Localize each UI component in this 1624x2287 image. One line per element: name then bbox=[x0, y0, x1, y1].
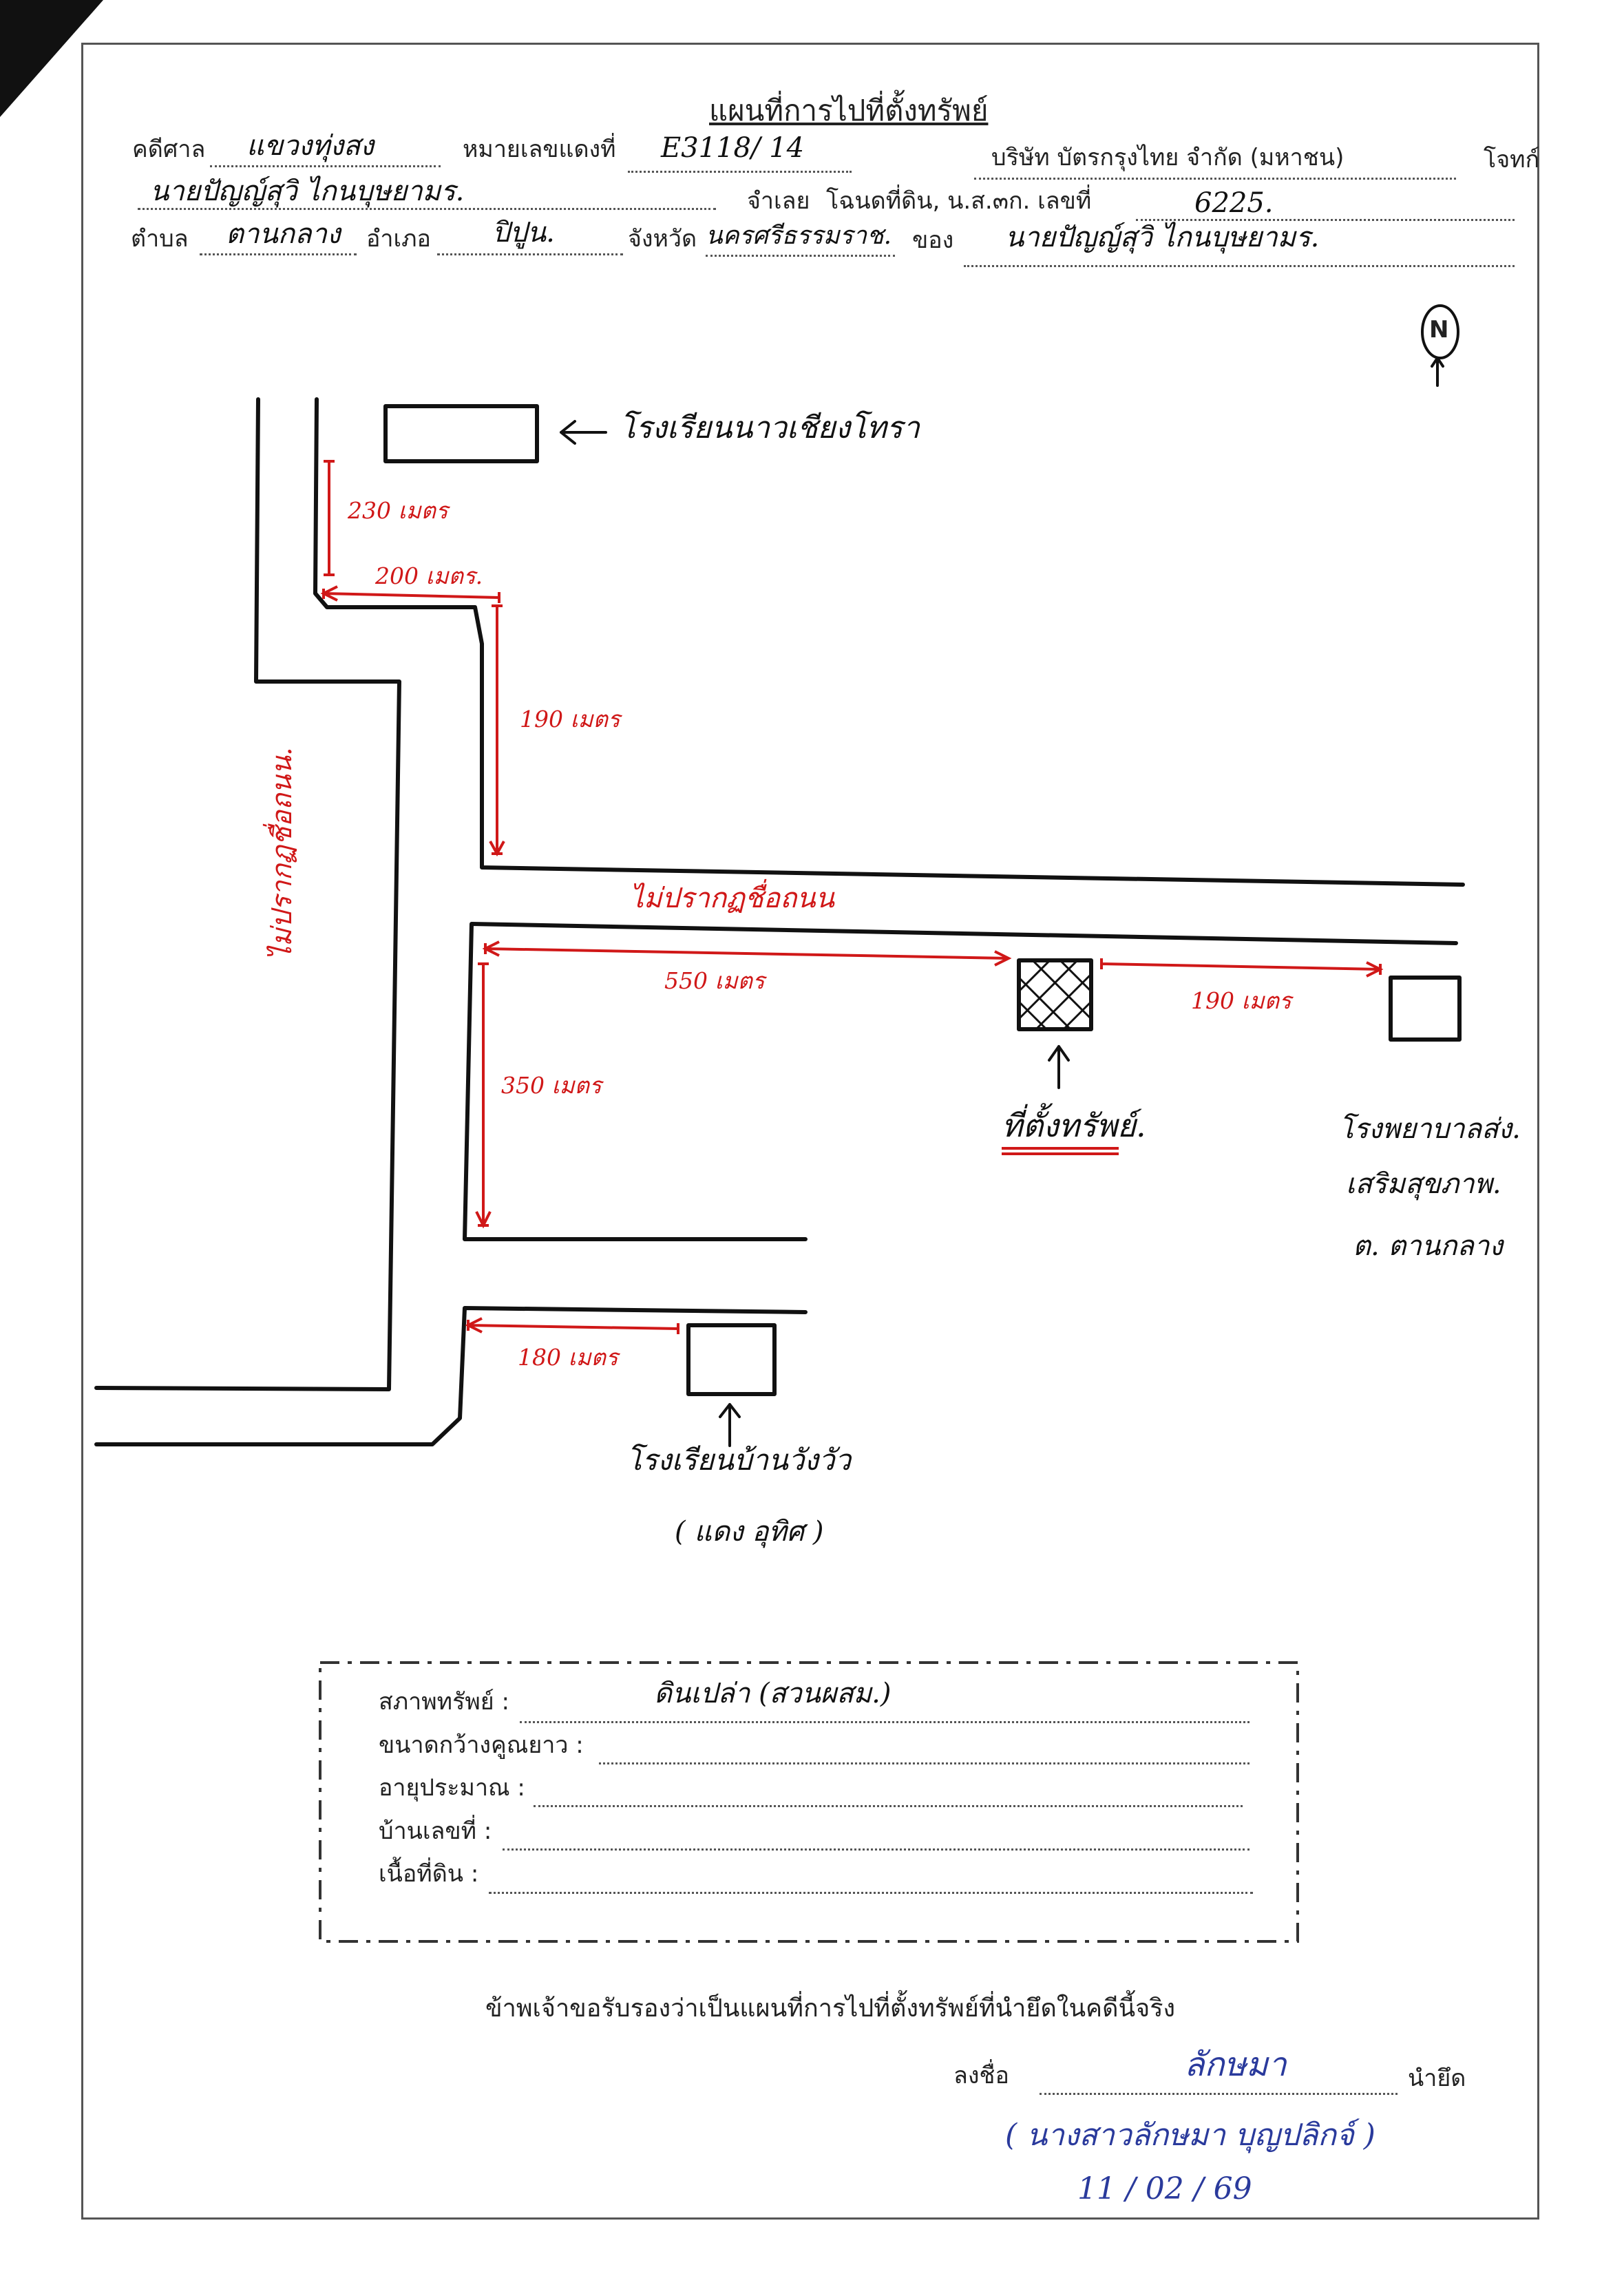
province-dotted-line bbox=[706, 255, 895, 257]
road-lower-branch bbox=[94, 1306, 808, 1446]
dim-230 bbox=[324, 460, 335, 576]
subdistrict-dotted-line bbox=[200, 253, 357, 255]
distance-200: 200 เมตร. bbox=[375, 562, 483, 589]
dim-350 bbox=[475, 962, 492, 1229]
district-dotted-line bbox=[437, 253, 623, 255]
owner-label: ของ bbox=[912, 226, 954, 254]
dim-550 bbox=[482, 940, 1012, 967]
subdistrict-value: ตานกลาง bbox=[226, 218, 341, 250]
compass-north-label: N bbox=[1429, 316, 1449, 344]
road-right-edge-upper bbox=[313, 397, 1465, 887]
defendant-label: จำเลย bbox=[747, 187, 810, 215]
land-area-label: เนื้อที่ดิน : bbox=[379, 1860, 479, 1888]
case-no-label: หมายเลขแดงที่ bbox=[463, 136, 616, 163]
owner-value: นายปัญญ์สุวิ ไกนบุษยามร. bbox=[1005, 222, 1320, 253]
school-top-label: โรงเรียนนาวเชียงโทรา bbox=[620, 410, 920, 445]
hospital-label-line1: โรงพยาบาลส่ง. bbox=[1339, 1113, 1521, 1145]
arrow-school-bottom bbox=[719, 1403, 741, 1447]
road-left-edge-upper bbox=[94, 397, 401, 1391]
defendant-dotted-line bbox=[138, 208, 716, 210]
deed-value: 6225. bbox=[1194, 187, 1274, 219]
arrow-property bbox=[1048, 1045, 1070, 1089]
property-box-marker bbox=[1017, 958, 1093, 1031]
signer-name: ( นางสาวลักษมา บุญปลิกจ์ ) bbox=[1005, 2118, 1375, 2153]
page-title: แผนที่การไปที่ตั้งทรัพย์ bbox=[709, 94, 989, 127]
hospital-label-line2: เสริมสุขภาพ. bbox=[1346, 1168, 1501, 1200]
school-bottom-label-line1: โรงเรียนบ้านวังวัว bbox=[626, 1443, 852, 1477]
signature-dotted-line bbox=[1040, 2093, 1398, 2095]
condition-dotted-line bbox=[520, 1721, 1249, 1723]
dim-180 bbox=[465, 1317, 679, 1334]
province-label: จังหวัด bbox=[628, 225, 697, 253]
province-value: นครศรีธรรมราช. bbox=[706, 222, 892, 250]
compass-arrow bbox=[1431, 357, 1444, 387]
road-h-lower bbox=[463, 922, 1458, 1241]
sign-label: ลงชื่อ bbox=[953, 2062, 1009, 2089]
distance-190-vertical: 190 เมตร bbox=[520, 706, 620, 733]
court-dotted-line bbox=[210, 165, 441, 167]
hospital-box bbox=[1389, 976, 1462, 1042]
district-label: อำเภอ bbox=[366, 225, 431, 253]
house-no-dotted-line bbox=[503, 1848, 1249, 1851]
owner-dotted-line bbox=[964, 265, 1515, 267]
distance-190-horizontal: 190 เมตร bbox=[1191, 987, 1291, 1014]
property-label: ที่ตั้งทรัพย์. bbox=[1002, 1107, 1146, 1144]
house-no-label: บ้านเลขที่ : bbox=[379, 1817, 492, 1845]
road-horizontal-label: ไม่ปรากฏชื่อถนน bbox=[630, 883, 834, 914]
age-dotted-line bbox=[534, 1805, 1243, 1807]
dim-200 bbox=[320, 585, 500, 603]
hospital-label-line3: ต. ตานกลาง bbox=[1353, 1230, 1503, 1262]
arrow-school-top bbox=[560, 420, 607, 445]
district-value: ปิปูน. bbox=[492, 217, 555, 249]
condition-value: ดินเปล่า (สวนผสม.) bbox=[654, 1678, 892, 1709]
land-area-dotted-line bbox=[489, 1892, 1253, 1894]
condition-label: สภาพทรัพย์ : bbox=[379, 1688, 509, 1716]
property-hatch bbox=[1017, 959, 1093, 1031]
school-bottom-box bbox=[686, 1323, 777, 1396]
size-label: ขนาดกว้างคูณยาว : bbox=[379, 1731, 584, 1759]
scan-corner-mark bbox=[0, 0, 103, 117]
deed-label: โฉนดที่ดิน, น.ส.๓ก. เลขที่ bbox=[826, 187, 1092, 215]
plaintiff-name: บริษัท บัตรกรุงไทย จำกัด (มหาชน) bbox=[991, 144, 1344, 171]
school-bottom-label-line2: ( แดง อุทิศ ) bbox=[675, 1516, 824, 1548]
certification-statement: ข้าพเจ้าขอรับรองว่าเป็นแผนที่การไปที่ตั้… bbox=[485, 1994, 1176, 2023]
dim-190-vertical bbox=[489, 604, 505, 857]
deed-dotted-line bbox=[1136, 219, 1515, 221]
distance-180: 180 เมตร bbox=[518, 1344, 618, 1371]
distance-550: 550 เมตร bbox=[664, 967, 765, 994]
plaintiff-label: โจทก์ bbox=[1484, 146, 1540, 173]
distance-350: 350 เมตร bbox=[501, 1072, 602, 1099]
dim-190-horizontal bbox=[1100, 958, 1384, 978]
property-detail-box bbox=[319, 1661, 1299, 1943]
property-underline bbox=[1002, 1147, 1119, 1155]
case-no-dotted-line bbox=[628, 171, 852, 173]
court-value: แขวงทุ่งสง bbox=[246, 130, 374, 162]
role-label: นำยึด bbox=[1408, 2065, 1466, 2092]
signature: ลักษมา bbox=[1184, 2045, 1287, 2084]
age-label: อายุประมาณ : bbox=[379, 1774, 525, 1802]
distance-230: 230 เมตร bbox=[348, 497, 448, 524]
school-top-box bbox=[383, 404, 539, 463]
case-no-value: E3118/ 14 bbox=[661, 132, 805, 164]
compass-circle bbox=[1421, 304, 1459, 359]
road-vertical-label: ไม่ปรากฏชื่อถนน. bbox=[266, 747, 298, 960]
signed-date: 11 / 02 / 69 bbox=[1077, 2171, 1252, 2206]
plaintiff-dotted-line bbox=[974, 178, 1456, 180]
page-border bbox=[81, 43, 1539, 2220]
size-dotted-line bbox=[599, 1762, 1249, 1764]
court-label: คดีศาล bbox=[132, 136, 206, 163]
defendant-name: นายปัญญ์สุวิ ไกนบุษยามร. bbox=[150, 176, 465, 207]
subdistrict-label: ตำบล bbox=[131, 225, 189, 253]
